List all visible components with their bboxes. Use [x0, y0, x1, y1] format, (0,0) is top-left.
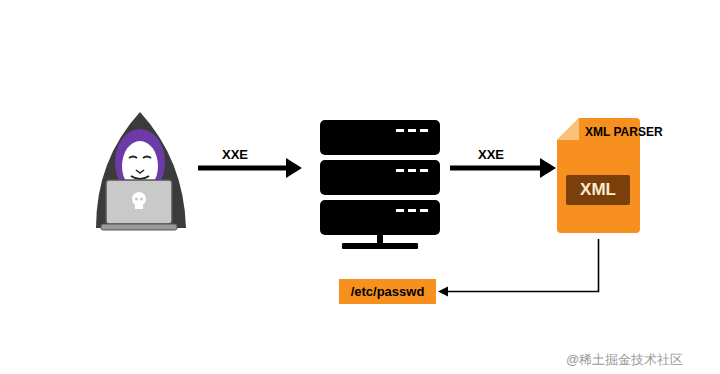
server-icon	[320, 120, 440, 249]
xml-badge: XML	[566, 175, 630, 205]
file-box: /etc/passwd	[339, 279, 436, 304]
arrow-label: XXE	[222, 147, 248, 162]
hacker-figure	[96, 112, 186, 230]
xml-parser-file: XML PARSERXML	[557, 118, 640, 233]
arrow-label: XXE	[478, 147, 504, 162]
attack-arrow	[198, 158, 302, 178]
node-text: /etc/passwd	[351, 284, 425, 299]
connector	[438, 239, 599, 297]
watermark: @稀土掘金技术社区	[566, 351, 683, 369]
node-text: XML	[580, 180, 616, 200]
node-heading: XML PARSER	[585, 125, 663, 139]
